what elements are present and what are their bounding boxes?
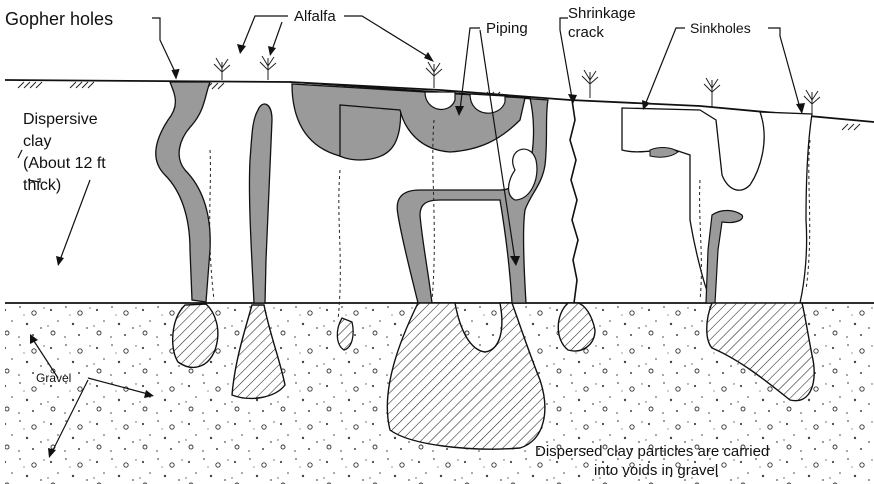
- label-dispersed-line1: Dispersed clay particles are carried: [535, 443, 769, 460]
- label-about: (About 12 ft: [23, 155, 106, 172]
- label-shrinkage: Shrinkage: [568, 5, 636, 22]
- shrinkage-crack: [570, 100, 578, 303]
- gopher-tunnel-middle: [249, 104, 272, 303]
- label-dispersive: Dispersive: [23, 111, 98, 128]
- label-thick: thick): [23, 177, 61, 194]
- label-piping: Piping: [486, 20, 528, 37]
- gopher-tunnel-left: [156, 82, 210, 302]
- clay-deposit-1: [173, 304, 218, 367]
- label-sinkholes: Sinkholes: [690, 20, 751, 36]
- label-gravel: Gravel: [36, 371, 71, 385]
- label-gopher-holes: Gopher holes: [5, 9, 113, 29]
- label-alfalfa: Alfalfa: [294, 8, 336, 25]
- label-dispersed-line2: into voids in gravel: [594, 462, 718, 479]
- sinkhole-small-grey: [650, 148, 678, 158]
- clay-deposit-3: [337, 318, 353, 350]
- label-crack: crack: [568, 24, 604, 41]
- label-clay: clay: [23, 133, 51, 150]
